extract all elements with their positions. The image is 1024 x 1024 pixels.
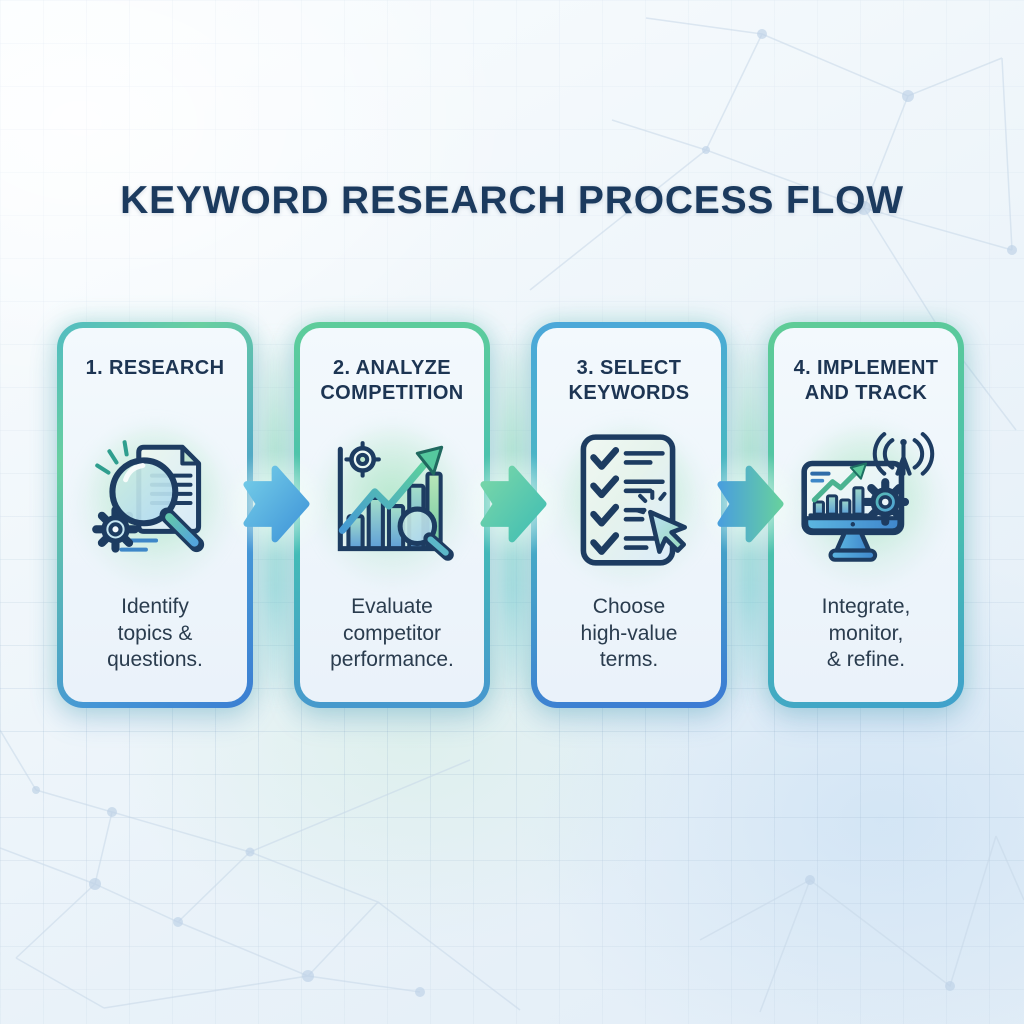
monitor-antenna-gear-icon — [790, 424, 942, 582]
flow-arrow-icon — [480, 465, 547, 543]
flow-arrow-icon — [717, 465, 784, 543]
bar-chart-target-magnifier-icon — [316, 424, 468, 582]
step-title: 2. ANALYZE COMPETITION — [320, 357, 464, 404]
magnifier-document-gear-icon — [79, 424, 231, 582]
page-title: KEYWORD RESEARCH PROCESS FLOW — [120, 179, 904, 223]
step-description: Identify topics & questions. — [107, 595, 203, 672]
step-description: Evaluate competitor performance. — [330, 595, 454, 672]
step-title: 1. RESEARCH — [85, 357, 225, 379]
flow-arrow-icon — [243, 465, 310, 543]
step-description: Choose high-value terms. — [580, 595, 678, 672]
step-card-research: 1. RESEARCH — [57, 322, 253, 708]
step-card-analyze-competition: 2. ANALYZE COMPETITION — [294, 322, 490, 708]
step-description: Integrate, monitor, & refine. — [821, 595, 911, 672]
step-title: 4. IMPLEMENT AND TRACK — [793, 357, 939, 404]
step-title: 3. SELECT KEYWORDS — [568, 357, 690, 404]
checklist-cursor-icon — [553, 424, 705, 582]
